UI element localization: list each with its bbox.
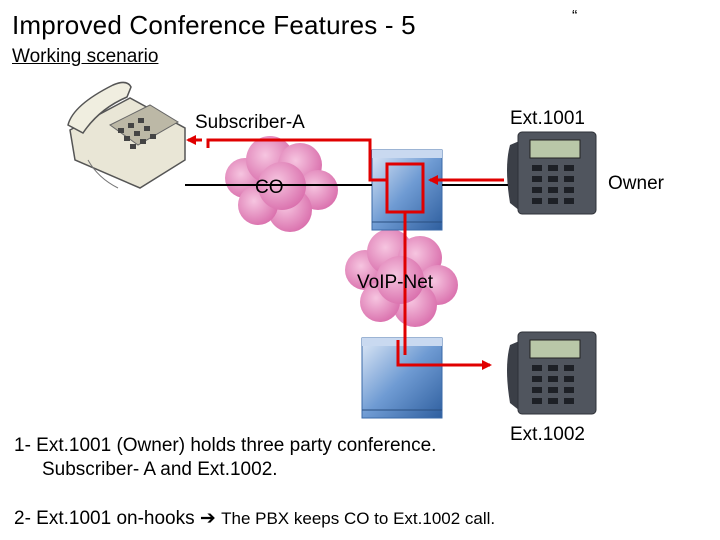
step-2-suffix: The PBX keeps CO to Ext.1002 call. [221,509,496,528]
ip-phone-1001-icon [507,131,597,215]
step-1-line-2: Subscriber- A and Ext.1002. [42,459,278,480]
red-call-path [186,135,504,370]
voip-cloud [345,229,458,327]
pbx-bottom-icon [361,337,443,419]
owner-label: Owner [608,173,664,194]
black-links [185,184,508,338]
ip-phone-1002-icon [507,331,597,415]
page-subtitle: Working scenario [12,46,159,67]
pbx-top-icon [371,149,443,231]
co-cloud [225,136,338,232]
step-1-line-1: 1- Ext.1001 (Owner) holds three party co… [14,435,437,456]
voip-net-label: VoIP-Net [357,272,434,293]
page-title: Improved Conference Features - 5 [12,10,416,40]
analog-phone-icon [67,81,186,189]
subscriber-a-label: Subscriber-A [195,112,305,133]
quote-mark: “ [572,8,578,25]
ext-1002-label: Ext.1002 [510,424,585,445]
right-arrow-icon: ➔ [199,508,216,529]
step-2-prefix: 2- Ext.1001 on-hooks [14,508,195,529]
ext-1001-label: Ext.1001 [510,108,585,129]
co-label: CO [255,177,284,198]
step-2-text: 2- Ext.1001 on-hooks ➔ The PBX keeps CO … [14,507,495,531]
